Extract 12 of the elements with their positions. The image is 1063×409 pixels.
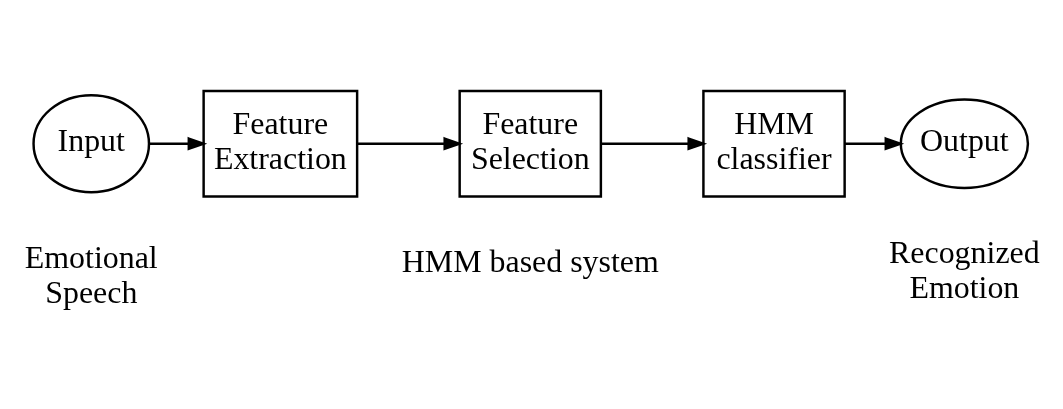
node-box: Feature Extraction [202,89,359,198]
node-label: Emotional Speech [24,239,158,311]
arrow [357,136,464,151]
label: HMM based system [401,243,659,279]
node-ellipse: Input [32,93,151,194]
arrow [844,136,905,151]
node-box: HMM classifier [702,89,846,198]
node-label: Recognized Emotion [889,234,1040,306]
arrow [600,136,708,151]
arrow [149,136,208,151]
node-ellipse: Output [899,98,1030,190]
node-box: Feature Selection [458,89,603,198]
